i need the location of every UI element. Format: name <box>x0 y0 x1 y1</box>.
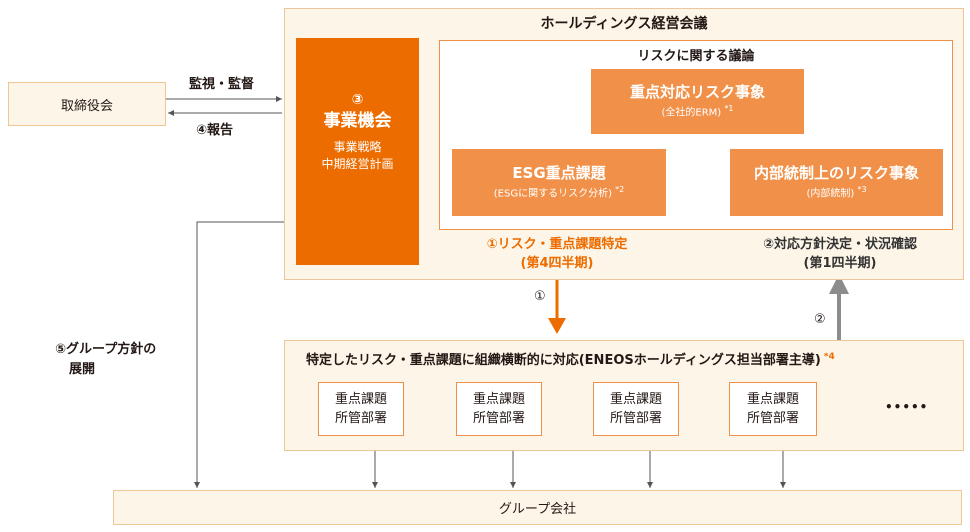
risk-discussion-title: リスクに関する議論 <box>637 49 755 64</box>
group-policy-label: ⑤グループ方針の 展開 <box>55 342 157 377</box>
monitor-label: 監視・監督 <box>189 77 255 92</box>
risk-box-priority: 重点対応リスク事象 (全社的ERM) *1 <box>591 69 804 134</box>
business-opportunity-title: 事業機会 <box>323 110 392 131</box>
step1-label: ①リスク・重点課題特定 (第4四半期) <box>486 237 628 271</box>
group-companies-box: グループ会社 <box>113 490 962 525</box>
business-opportunity-line2: 中期経営計画 <box>321 156 394 171</box>
report-label: ④報告 <box>196 123 234 138</box>
business-opportunity-line1: 事業戦略 <box>333 139 382 154</box>
business-opportunity-box: ③ 事業機会 事業戦略 中期経営計画 <box>296 38 419 265</box>
risk-box-esg: ESG重点課題 (ESGに関するリスク分析) *2 <box>452 149 666 216</box>
department-box: 重点課題所管部署 <box>456 382 542 436</box>
risk-box-internal-control: 内部統制上のリスク事象 (内部統制) *3 <box>730 149 943 216</box>
business-opportunity-number: ③ <box>351 91 364 108</box>
department-box: 重点課題所管部署 <box>729 382 817 436</box>
response-title: 特定したリスク・重点課題に組織横断的に対応(ENEOSホールディングス担当部署主… <box>306 351 835 368</box>
step2-arrow-label: ② <box>814 312 826 327</box>
board-of-directors: 取締役会 <box>8 82 166 126</box>
group-policy-arrow <box>194 221 284 488</box>
step1-arrow-label: ① <box>534 289 546 304</box>
board-label: 取締役会 <box>60 98 113 114</box>
department-box: 重点課題所管部署 <box>593 382 679 436</box>
department-box: 重点課題所管部署 <box>318 382 404 436</box>
holdings-meeting-title: ホールディングス経営会議 <box>540 16 708 32</box>
step2-label: ②対応方針決定・状況確認 (第1四半期) <box>762 237 917 271</box>
ellipsis: ••••• <box>885 400 929 414</box>
